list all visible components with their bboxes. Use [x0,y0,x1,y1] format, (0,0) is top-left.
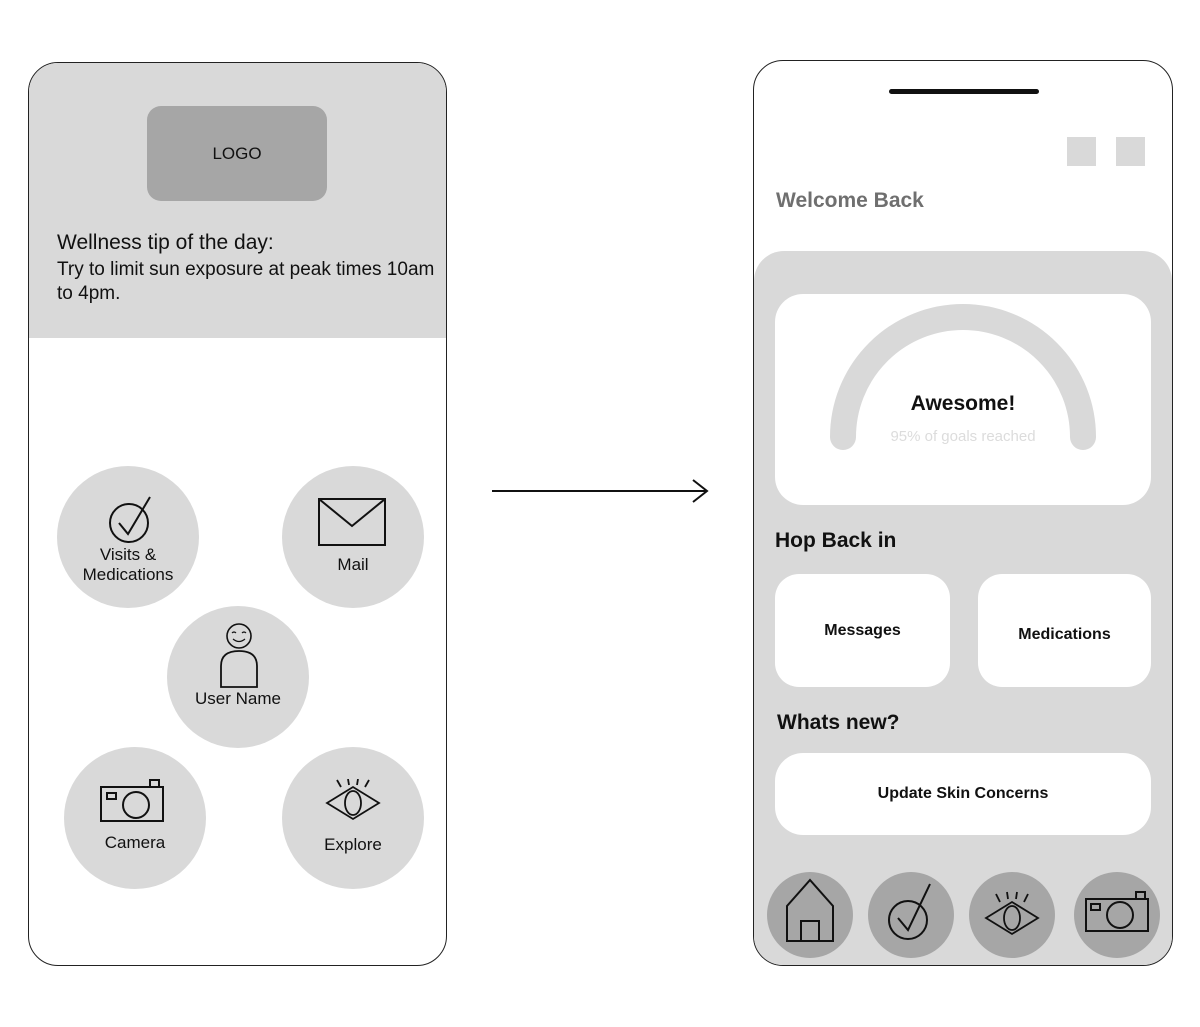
visits-medications-button[interactable]: Visits &Medications [57,466,199,608]
nav-home-button[interactable] [767,872,853,958]
nav-visits-button[interactable] [868,872,954,958]
logo: LOGO [147,106,327,201]
user-name-label: User Name [195,689,281,708]
progress-title: Awesome! [910,392,1016,415]
header-panel: LOGO Wellness tip of the day: Try to lim… [29,63,446,338]
whats-new-heading: Whats new? [777,711,900,734]
user-icon [220,623,258,688]
eye-icon [325,779,381,821]
eye-icon [984,891,1040,936]
messages-button[interactable]: Messages [775,574,950,687]
wireframe-screen-after: Welcome Back Awesome! 95% of goals reach… [753,60,1173,966]
camera-label: Camera [104,833,166,852]
tip-title: Wellness tip of the day: [57,231,274,254]
nav-camera-button[interactable] [1074,872,1160,958]
mail-button[interactable]: Mail [282,466,424,608]
header-icon-placeholder[interactable] [1067,137,1096,166]
home-icon [786,878,834,942]
camera-icon [100,779,164,822]
explore-button[interactable]: Explore [282,747,424,889]
camera-button[interactable]: Camera [64,747,206,889]
check-circle-icon [109,496,151,543]
hop-back-heading: Hop Back in [775,529,897,552]
speaker-notch [889,89,1039,94]
progress-gauge [830,304,1096,450]
wireframe-screen-before: LOGO Wellness tip of the day: Try to lim… [28,62,447,966]
medications-button[interactable]: Medications [978,574,1151,687]
explore-label: Explore [324,835,382,854]
gauge-track [830,304,1096,450]
tip-body: Try to limit sun exposure at peak times … [57,259,435,304]
welcome-heading: Welcome Back [776,189,924,212]
update-skin-concerns-button[interactable]: Update Skin Concerns [775,753,1151,835]
user-profile-button[interactable]: User Name [167,606,309,748]
arrow-right-icon [492,479,709,503]
progress-subtitle: 95% of goals reached [890,428,1036,445]
progress-card: Awesome! 95% of goals reached [775,294,1151,505]
check-circle-icon [888,883,931,940]
nav-explore-button[interactable] [969,872,1055,958]
envelope-icon [318,498,386,546]
camera-icon [1085,891,1149,932]
visits-medications-label: Visits &Medications [82,545,174,584]
header-icon-placeholder[interactable] [1116,137,1145,166]
mail-label: Mail [337,555,369,574]
